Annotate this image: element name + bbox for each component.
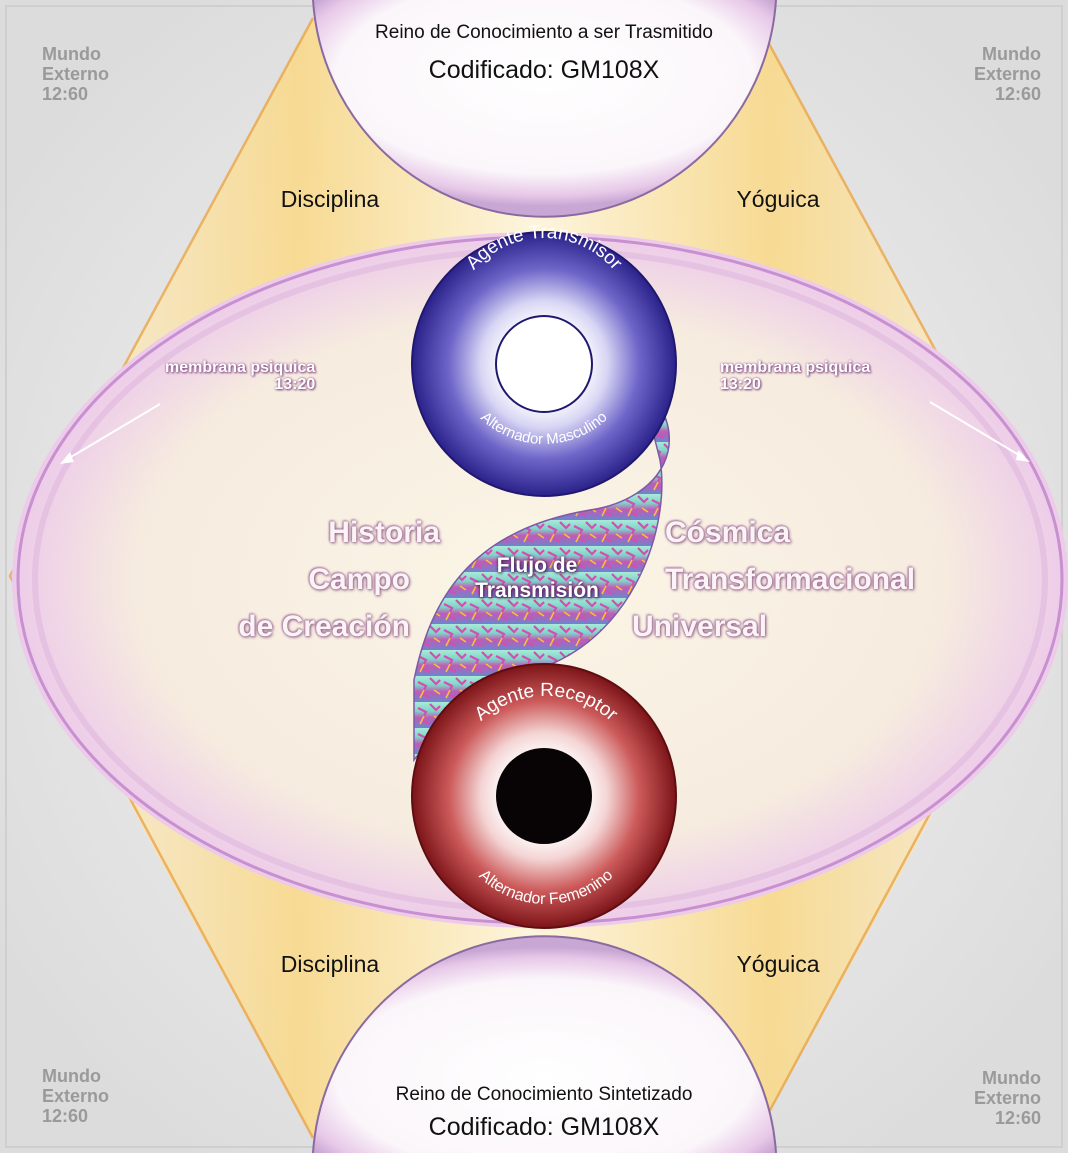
corner-label-bottom-right: Mundo Externo 12:60 — [931, 1068, 1041, 1128]
top-sphere-code: Codificado: GM108X — [324, 56, 764, 85]
right-word-1: Cósmica — [665, 516, 790, 550]
corner-label-top-right: Mundo Externo 12:60 — [931, 44, 1041, 104]
left-word-1: Historia — [328, 516, 440, 550]
lower-label-yoguica: Yóguica — [688, 951, 868, 978]
left-word-3: de Creación — [238, 610, 410, 644]
right-word-2: Transformacional — [665, 563, 915, 597]
right-word-3: Universal — [632, 610, 767, 644]
corner-label-top-left: Mundo Externo 12:60 — [42, 44, 152, 104]
top-sphere-subtitle: Reino de Conocimiento a ser Trasmitido — [324, 22, 764, 44]
bottom-sphere-code: Codificado: GM108X — [324, 1113, 764, 1142]
upper-label-yoguica: Yóguica — [688, 186, 868, 213]
corner-label-bottom-left: Mundo Externo 12:60 — [42, 1066, 152, 1126]
bottom-sphere-subtitle: Reino de Conocimiento Sintetizado — [324, 1084, 764, 1106]
left-word-2: Campo — [308, 563, 410, 597]
transmitter-core — [496, 316, 592, 412]
receiver-core — [496, 748, 592, 844]
lower-label-disciplina: Disciplina — [240, 951, 420, 978]
upper-label-disciplina: Disciplina — [240, 186, 420, 213]
